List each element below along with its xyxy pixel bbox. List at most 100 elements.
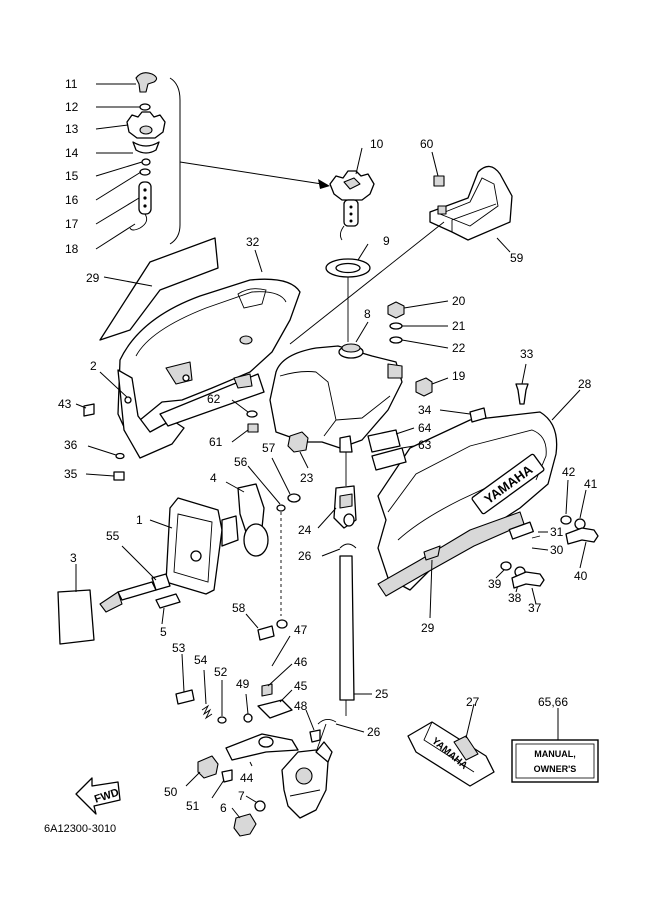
part-37-bolt — [511, 571, 545, 589]
label-63: 63 — [418, 438, 432, 452]
part-18-chain — [129, 213, 148, 231]
label-11: 11 — [65, 77, 78, 91]
part-50-knob — [197, 755, 219, 779]
part-62-washer — [246, 410, 258, 418]
label-36: 36 — [64, 438, 78, 452]
center-small-parts: 62 61 23 57 — [207, 392, 314, 503]
lower-left-group: 1 4 56 3 55 5 — [57, 455, 286, 645]
label-55: 55 — [106, 529, 120, 543]
part-19-bolt — [415, 377, 433, 397]
label-1: 1 — [136, 513, 143, 527]
label-6: 6 — [220, 801, 227, 815]
label-44: 44 — [240, 771, 254, 785]
bracket-59-group: 60 59 — [289, 137, 524, 345]
label-62: 62 — [207, 392, 221, 406]
label-33: 33 — [520, 347, 534, 361]
part-58-bolt — [257, 625, 275, 641]
part-13-cap — [126, 111, 166, 139]
fuel-cap-explode-group: 11 12 13 14 15 16 17 18 — [65, 72, 330, 256]
part-6-fitting — [233, 813, 257, 837]
part-34-clip — [469, 407, 487, 423]
label-19: 19 — [452, 369, 466, 383]
label-50: 50 — [164, 785, 178, 799]
part-46-screw — [261, 683, 273, 697]
label-14: 14 — [65, 146, 79, 160]
group-arrow-head — [318, 179, 330, 189]
label-38: 38 — [508, 591, 522, 605]
label-8: 8 — [364, 307, 371, 321]
label-52: 52 — [214, 665, 228, 679]
fuel-cock-group: 24 26 25 26 — [298, 452, 389, 759]
part-45-plate — [257, 699, 293, 719]
right-cover-group: YAMAHA 29 28 31 30 — [377, 377, 592, 635]
label-29-left: 29 — [86, 271, 100, 285]
part-20-nut — [387, 301, 405, 319]
part-13-cap-hub — [139, 125, 153, 135]
lower-center-bolts: 58 47 — [232, 601, 308, 667]
label-42: 42 — [562, 465, 576, 479]
label-29-right: 29 — [421, 621, 435, 635]
left-cover-group: 32 29 2 — [86, 235, 301, 459]
label-22: 22 — [452, 341, 466, 355]
label-20: 20 — [452, 294, 466, 308]
part-49-ring — [243, 713, 253, 723]
label-45: 45 — [294, 679, 308, 693]
part-32-cover — [117, 278, 301, 441]
label-27: 27 — [466, 695, 480, 709]
part-55-rod — [117, 581, 157, 601]
left-small-parts: 43 36 35 — [58, 397, 125, 481]
part-59-bracket — [429, 165, 513, 241]
label-28: 28 — [578, 377, 592, 391]
label-31: 31 — [550, 525, 564, 539]
label-16: 16 — [65, 193, 79, 207]
part-53-screw — [175, 689, 195, 705]
group-bracket — [169, 77, 181, 245]
label-17: 17 — [65, 217, 79, 231]
part-35-bolt — [113, 471, 125, 481]
fwd-arrow: FWD — [75, 777, 121, 815]
part-36-washer — [115, 452, 125, 460]
part-21-washer — [389, 322, 403, 330]
part-16-washer — [139, 168, 151, 176]
part-60-clip — [433, 175, 445, 187]
label-35: 35 — [64, 467, 78, 481]
manual-text-line2: OWNER'S — [534, 764, 577, 774]
part-30-31-slot — [508, 521, 534, 540]
label-61: 61 — [209, 435, 223, 449]
label-43: 43 — [58, 397, 72, 411]
label-15: 15 — [65, 169, 79, 183]
label-46: 46 — [294, 655, 308, 669]
label-41: 41 — [584, 477, 598, 491]
part-28-cover — [377, 411, 558, 591]
label-48: 48 — [294, 699, 308, 713]
label-9: 9 — [383, 234, 390, 248]
part-33-screw — [515, 383, 529, 405]
nuts-washers-group: 20 21 22 19 — [387, 294, 466, 397]
label-53: 53 — [172, 641, 186, 655]
part-40-bolt — [565, 527, 599, 545]
part-52-pin — [217, 716, 227, 724]
label-57: 57 — [262, 441, 276, 455]
label-34: 34 — [418, 403, 432, 417]
label-65-66: 65,66 — [538, 695, 568, 709]
part-61-nut — [247, 423, 259, 433]
label-3: 3 — [70, 551, 77, 565]
part-43-clip — [83, 403, 95, 417]
label-4: 4 — [210, 471, 217, 485]
label-39: 39 — [488, 577, 502, 591]
label-2: 2 — [90, 359, 97, 373]
label-30: 30 — [550, 543, 564, 557]
label-47: 47 — [294, 623, 308, 637]
part-12-washer — [139, 103, 151, 111]
part-22-washer — [389, 336, 403, 344]
part-14-gasket — [132, 141, 160, 154]
fuel-cap-group: 10 9 — [325, 137, 390, 342]
part-5-bolt — [155, 593, 181, 609]
label-32: 32 — [246, 235, 260, 249]
label-54: 54 — [194, 653, 208, 667]
part-3-decal — [57, 589, 95, 645]
part-4-band — [243, 523, 269, 557]
part-15-ring — [141, 158, 151, 166]
